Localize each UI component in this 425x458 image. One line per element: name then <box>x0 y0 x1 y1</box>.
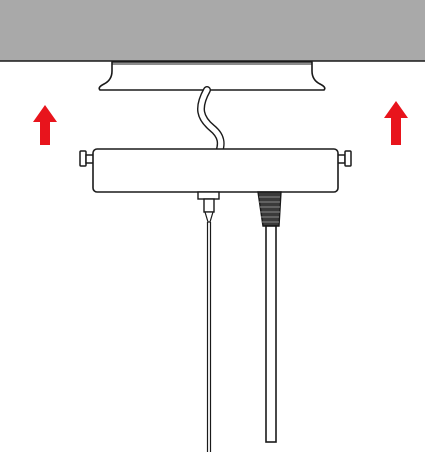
right-screw <box>336 150 352 167</box>
ceiling <box>0 0 425 62</box>
wire-gripper-body <box>203 198 215 213</box>
supply-cable <box>197 86 225 156</box>
power-cable <box>257 191 282 443</box>
canopy-shell <box>98 61 326 91</box>
wire-gripper-cap <box>197 191 220 200</box>
mounting-bar-body <box>92 148 339 193</box>
mounting-bar <box>79 148 352 193</box>
ceiling-slab <box>0 0 425 61</box>
wire-gripper-tip <box>204 211 214 223</box>
suspension-wire <box>197 191 220 452</box>
left-screw <box>79 150 95 167</box>
arrow-up-icon <box>384 101 408 145</box>
ceiling-canopy <box>98 61 326 91</box>
arrow-up-icon <box>33 105 57 145</box>
